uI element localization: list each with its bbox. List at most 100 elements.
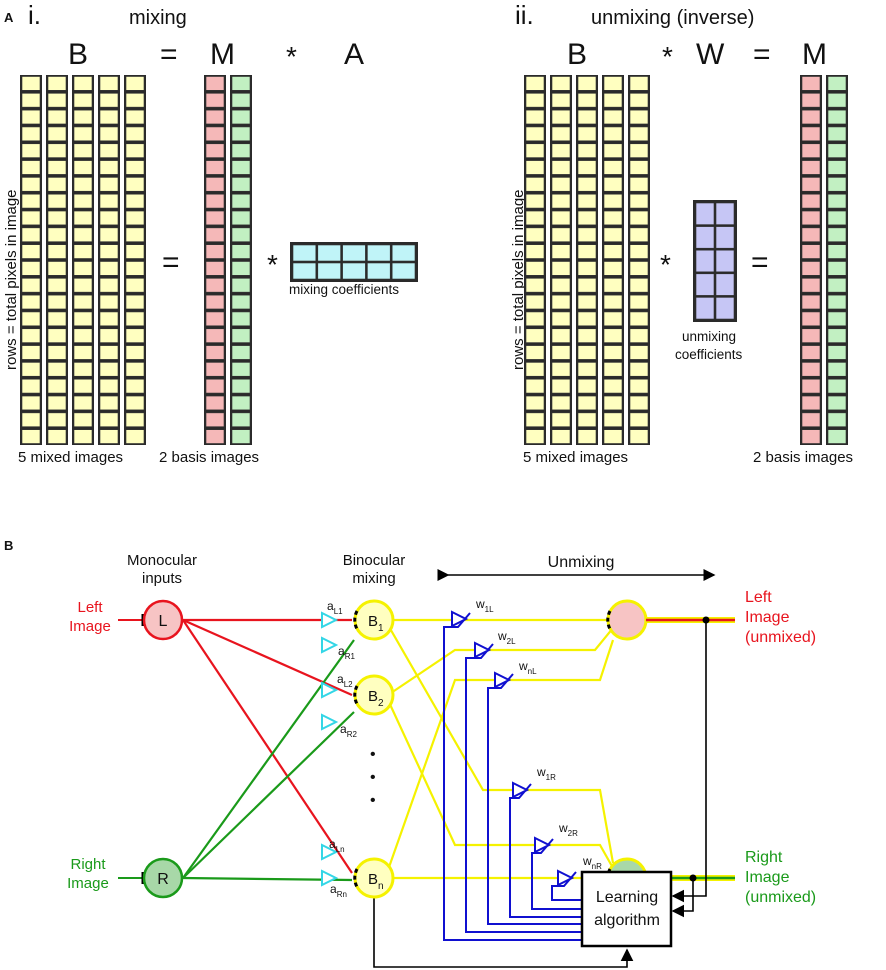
matrix-cell	[525, 177, 545, 192]
matrix-cell	[205, 177, 225, 192]
matrix-cell	[73, 177, 93, 192]
matrix-cell	[603, 76, 623, 91]
matrix-cell	[231, 227, 251, 242]
matrix-cell	[125, 227, 145, 242]
matrix-cell	[231, 345, 251, 360]
matrix-cell	[827, 345, 847, 360]
matrix-cell	[801, 261, 821, 276]
matrix-cell	[827, 177, 847, 192]
left-image-label-1: Left	[77, 599, 103, 616]
matrix-cell	[367, 244, 391, 262]
matrix-column	[800, 75, 822, 445]
mixing-coefficients-matrix	[290, 242, 418, 282]
mixing-weight-label: aR2	[340, 722, 357, 739]
right-output-label-2: Image	[745, 869, 790, 886]
matrix-cell	[125, 76, 145, 91]
matrix-cell	[205, 126, 225, 142]
matrix-cell	[47, 93, 67, 108]
matrix-cell	[99, 193, 119, 209]
matrix-cell	[73, 412, 93, 427]
learning-algorithm-label-2: algorithm	[594, 912, 660, 929]
matrix-cell	[47, 278, 67, 293]
matrix-cell	[205, 227, 225, 242]
matrix-cell	[21, 261, 41, 276]
bn-feedback-line	[373, 897, 634, 968]
matrix-cell	[231, 278, 251, 293]
matrix-cell	[21, 160, 41, 175]
matrix-cell	[603, 210, 623, 226]
matrix-cell	[603, 278, 623, 293]
matrix-cell	[231, 160, 251, 175]
matrix-cell	[629, 294, 649, 310]
matrix-cell	[603, 109, 623, 125]
unmixing-coefficients-label-1: unmixing	[682, 329, 736, 344]
matrix-cell	[629, 261, 649, 276]
matrix-cell	[21, 227, 41, 242]
matrix-cell	[21, 328, 41, 343]
matrix-cell	[47, 210, 67, 226]
matrix-cell	[73, 429, 93, 444]
right-image-label-1: Right	[70, 856, 106, 873]
matrix-cell	[125, 193, 145, 209]
matrix-cell	[231, 143, 251, 158]
matrix-cell	[21, 412, 41, 427]
matrix-cell	[603, 193, 623, 209]
matrix-cell	[231, 93, 251, 108]
right-output-label-1: Right	[745, 849, 783, 866]
matrix-cell	[99, 395, 119, 411]
matrix-cell	[551, 362, 571, 377]
matrix-cell	[205, 76, 225, 91]
matrix-cell	[827, 143, 847, 158]
matrix-cell	[205, 345, 225, 360]
mixing-weight-label: aL2	[337, 672, 353, 689]
matrix-cell	[603, 244, 623, 259]
matrix-cell	[801, 210, 821, 226]
right-input-node: R	[142, 857, 184, 899]
right-image-label-2: Image	[67, 875, 109, 892]
matrix-cell	[525, 210, 545, 226]
matrix-cell	[47, 412, 67, 427]
unmixing-weight-label: w2L	[497, 629, 516, 646]
mixing-eq-a: A	[344, 38, 364, 71]
matrix-cell	[47, 328, 67, 343]
matrix-cell	[801, 429, 821, 444]
matrix-cell	[99, 109, 119, 125]
matrix-cell	[551, 76, 571, 91]
matrix-cell	[525, 244, 545, 259]
matrix-cell	[603, 261, 623, 276]
matrix-cell	[551, 193, 571, 209]
matrix-cell	[205, 328, 225, 343]
matrix-cell	[827, 429, 847, 444]
matrix-cell	[125, 328, 145, 343]
matrix-cell	[695, 297, 715, 320]
matrix-cell	[125, 311, 145, 327]
matrix-cell	[801, 76, 821, 91]
matrix-cell	[603, 429, 623, 444]
matrix-cell	[577, 160, 597, 175]
left-mixing-connections	[182, 618, 353, 874]
matrix-cell	[629, 429, 649, 444]
matrix-cell	[801, 160, 821, 175]
matrix-cell	[827, 126, 847, 142]
matrix-cell	[603, 177, 623, 192]
matrix-cell	[47, 362, 67, 377]
matrix-cell	[21, 378, 41, 394]
matrix-cell	[231, 362, 251, 377]
unmixing-coefficients-matrix	[693, 200, 737, 322]
matrix-column	[204, 75, 226, 445]
matrix-cell	[629, 412, 649, 427]
matrix-cell	[21, 93, 41, 108]
matrix-cell	[525, 109, 545, 125]
matrix-cell	[525, 227, 545, 242]
matrix-cell	[205, 311, 225, 327]
matrix-cell	[577, 126, 597, 142]
matrix-cell	[551, 143, 571, 158]
matrix-cell	[801, 311, 821, 327]
matrix-cell	[577, 193, 597, 209]
unmixing-weight-label: wnR	[582, 854, 602, 871]
matrix-cell	[551, 93, 571, 108]
matrix-cell	[47, 160, 67, 175]
mixing-mixed-images-label: 5 mixed images	[18, 449, 123, 466]
